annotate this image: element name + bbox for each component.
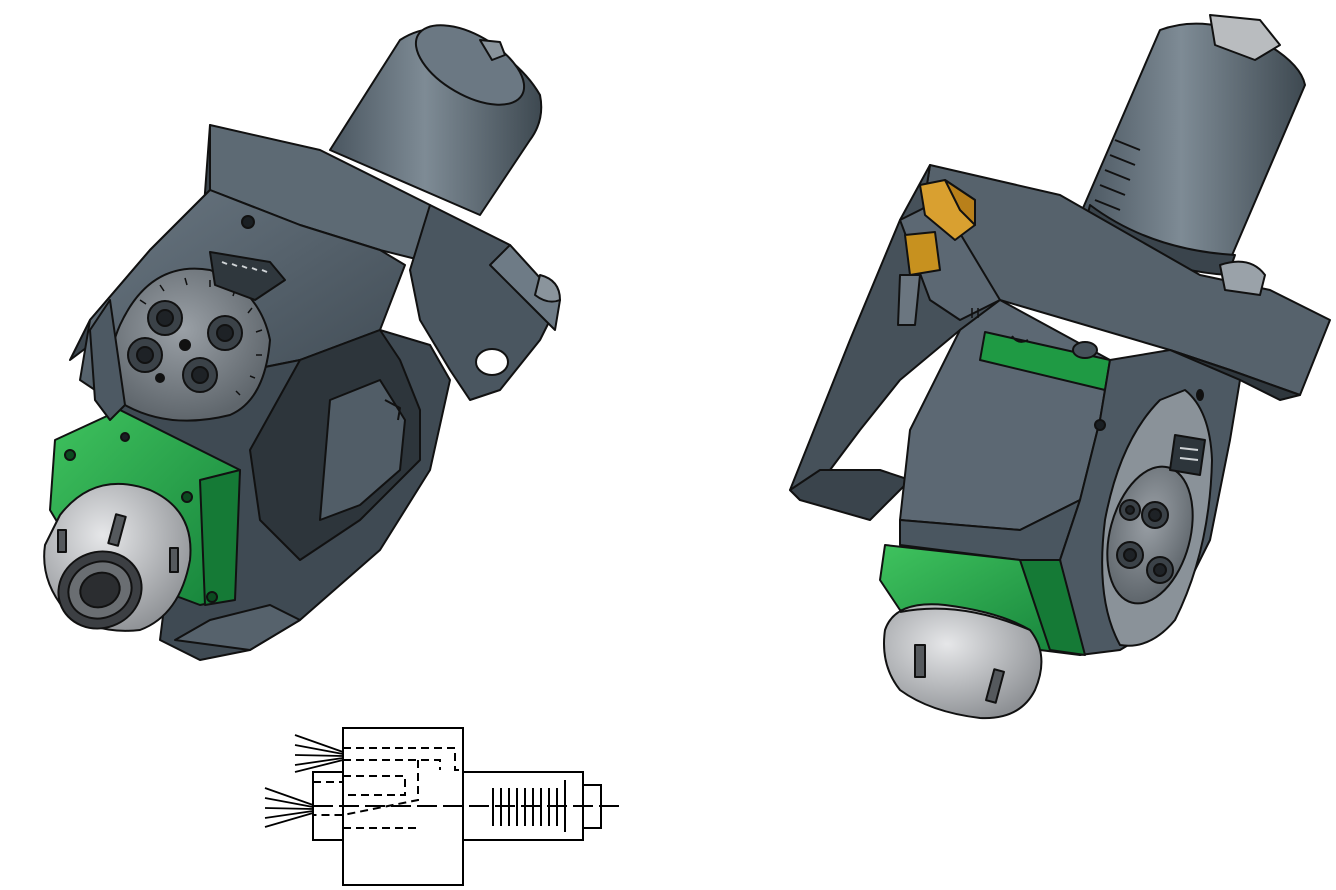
- angled-tool-holder-rear-view: [789, 14, 1331, 720]
- indexing-dial: [89, 251, 286, 422]
- green-flange: [879, 544, 1086, 656]
- coolant-fitting: [897, 179, 976, 326]
- housing-left-side: [789, 164, 1001, 521]
- lower-cutting-fan: [264, 787, 314, 828]
- indexing-dial: [1106, 465, 1194, 605]
- drive-shaft: [329, 24, 543, 216]
- collet-nut: [43, 482, 192, 632]
- center-block: [899, 299, 1111, 561]
- housing-right-lug: [1059, 349, 1241, 656]
- hidden-drive-path: [313, 747, 462, 829]
- angled-tool-holder-front-view: [43, 24, 561, 661]
- upper-cutting-fan: [294, 734, 344, 773]
- tool-holder-schematic-symbol: [264, 727, 620, 886]
- spline-hatching: [492, 780, 566, 832]
- collet-nut: [883, 603, 1043, 720]
